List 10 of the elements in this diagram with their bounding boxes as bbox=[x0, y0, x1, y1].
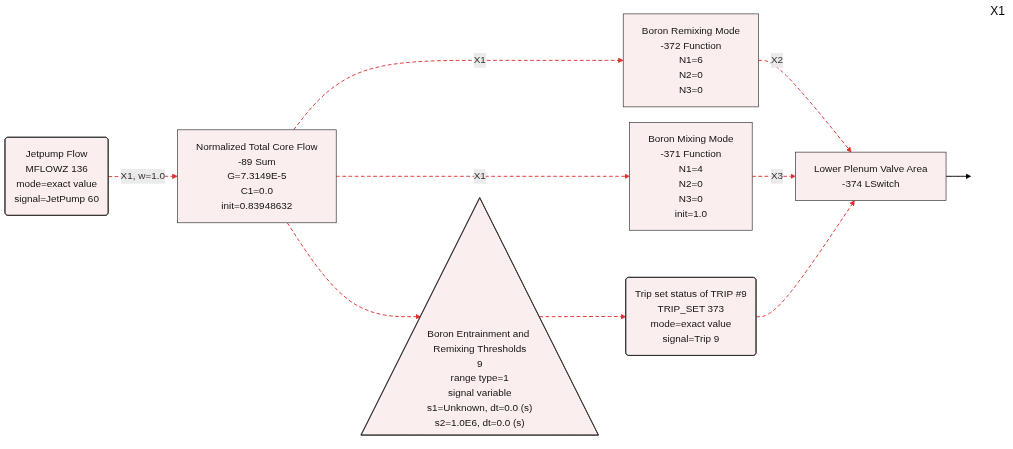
port-label: X1 bbox=[990, 4, 1005, 18]
edge-label: X1 bbox=[473, 170, 486, 182]
node-box: Boron Remixing Mode -372 Function N1=6 N2=0 N3=0 bbox=[622, 13, 759, 108]
edge-label: X2 bbox=[770, 54, 784, 66]
node-box: Lower Plenum Valve Area -374 LSwitch bbox=[795, 151, 947, 201]
node-box: Normalized Total Core Flow -89 Sum G=7.3149E-5 C1=0.0 init=0.83948632 bbox=[177, 129, 337, 224]
edge-label: X1, w=1.0 bbox=[120, 170, 165, 182]
edge-label: X1 bbox=[473, 54, 486, 66]
edge-label: X3 bbox=[770, 170, 784, 182]
node-box: Boron Mixing Mode -371 Function N1=4 N2=0 N3=0 init=1.0 bbox=[629, 122, 753, 231]
